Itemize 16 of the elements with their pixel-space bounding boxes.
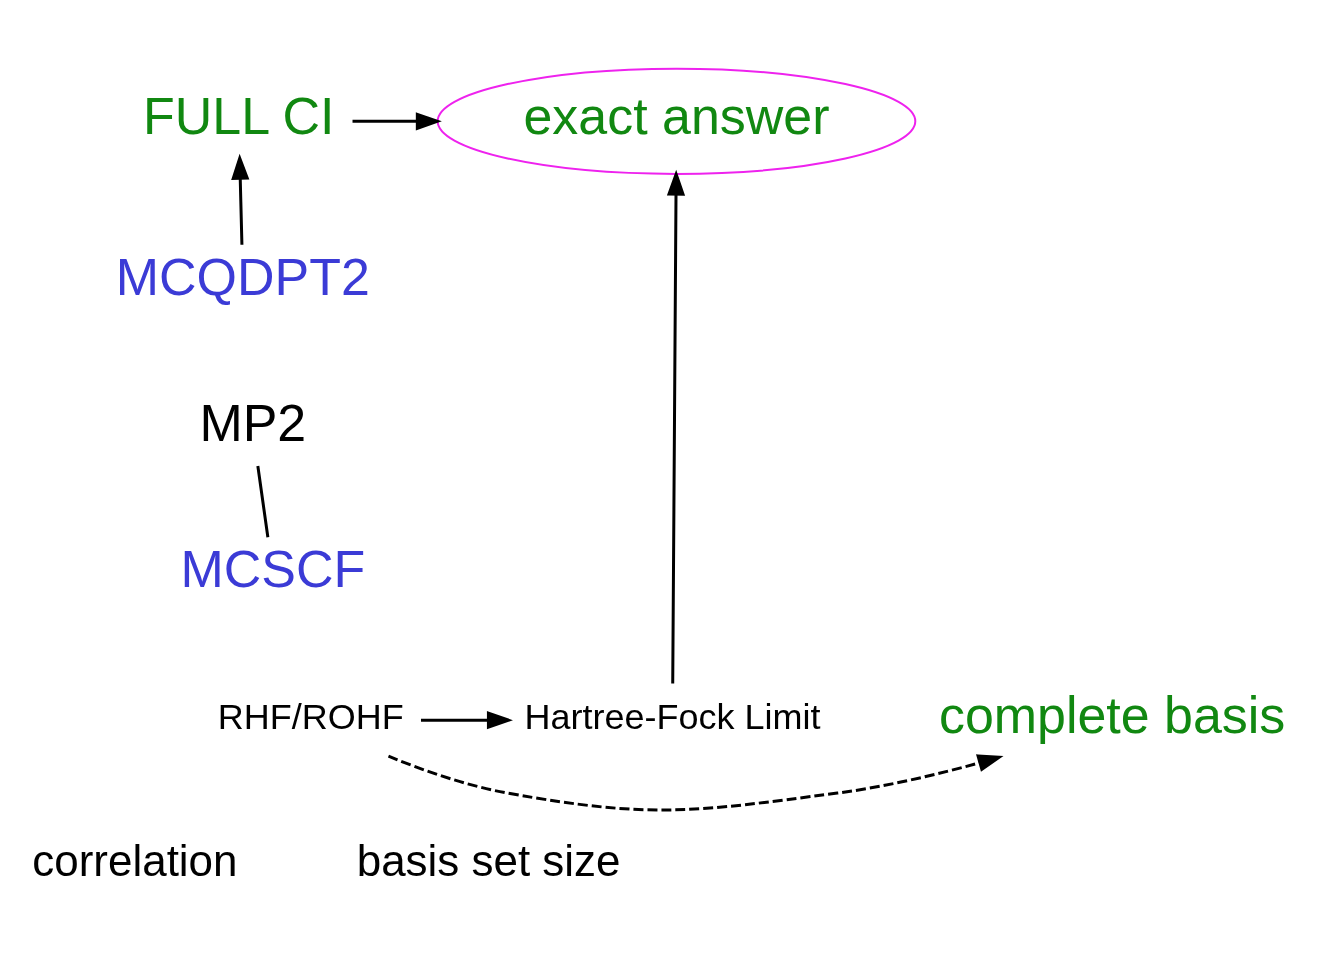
node-text: complete basis — [938, 685, 1286, 744]
arrow — [352, 112, 442, 131]
label: basis set size — [356, 836, 621, 886]
arrow — [231, 153, 250, 245]
arrow — [666, 169, 686, 684]
connector — [256, 465, 270, 538]
node-text: MP2 — [199, 393, 307, 452]
arrow — [421, 711, 513, 730]
node-text: MCQDPT2 — [115, 248, 370, 307]
node-ellipse: exact answer — [436, 67, 917, 175]
node-text: MCSCF — [180, 539, 366, 598]
node-text: RHF/ROHF — [217, 695, 404, 737]
label: correlation — [32, 836, 238, 886]
node-text: FULL CI — [143, 86, 335, 145]
node-text: Hartree-Fock Limit — [524, 695, 821, 737]
arrow — [387, 754, 1004, 812]
